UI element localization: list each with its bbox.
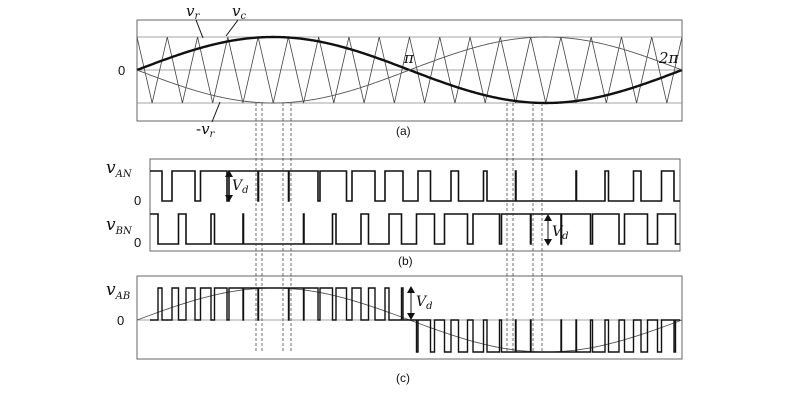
panel-c-zero-label: 0 xyxy=(117,313,124,328)
panel-c-frame xyxy=(136,275,683,360)
vd-ab-arrow xyxy=(407,286,415,320)
carrier-path xyxy=(136,36,683,104)
vd-an-label: Vd xyxy=(232,178,249,196)
panel-a-caption: (a) xyxy=(396,124,411,138)
vd-ab-label: Vd xyxy=(416,294,433,312)
vab-pulse-train xyxy=(150,287,680,353)
panel-c: vAB 0 Vd (c) xyxy=(106,275,683,385)
two-pi-label: 2π xyxy=(658,49,680,67)
vbn-pulse-train xyxy=(150,213,680,245)
dashed-guide-lines xyxy=(255,103,543,352)
panel-a: vr vc -vr 0 π 2π (a) xyxy=(118,2,683,140)
van-pulse-path xyxy=(150,170,680,202)
van-zero-label: 0 xyxy=(134,193,141,208)
vab-label: vAB xyxy=(106,280,130,302)
van-pulse-train xyxy=(150,170,680,202)
panel-b-frame xyxy=(149,158,681,252)
neg-vr-label: -vr xyxy=(196,120,216,140)
vc-pointer xyxy=(225,19,239,37)
carrier-triangle-wave xyxy=(136,36,683,104)
vd-bn-label: Vd xyxy=(552,224,569,242)
vr-pointer xyxy=(195,19,204,39)
vbn-label: vBN xyxy=(106,215,133,237)
vc-label: vc xyxy=(232,2,246,22)
vd-bn-arrow xyxy=(544,214,552,246)
panel-a-zero-label: 0 xyxy=(118,63,125,78)
panel-c-caption: (c) xyxy=(396,371,410,385)
vab-pulse-path xyxy=(150,287,680,353)
pi-label: π xyxy=(403,49,415,67)
vd-an-arrow xyxy=(225,170,233,202)
vbn-pulse-path xyxy=(150,213,680,245)
panel-b: vAN 0 vBN 0 Vd Vd (b) xyxy=(106,158,681,268)
vr-label: vr xyxy=(186,2,200,22)
neg-vr-pointer xyxy=(211,101,221,123)
panel-b-caption: (b) xyxy=(398,254,413,268)
van-label: vAN xyxy=(106,158,133,180)
vbn-zero-label: 0 xyxy=(134,235,141,250)
reference-wave-neg-vr xyxy=(136,36,683,104)
